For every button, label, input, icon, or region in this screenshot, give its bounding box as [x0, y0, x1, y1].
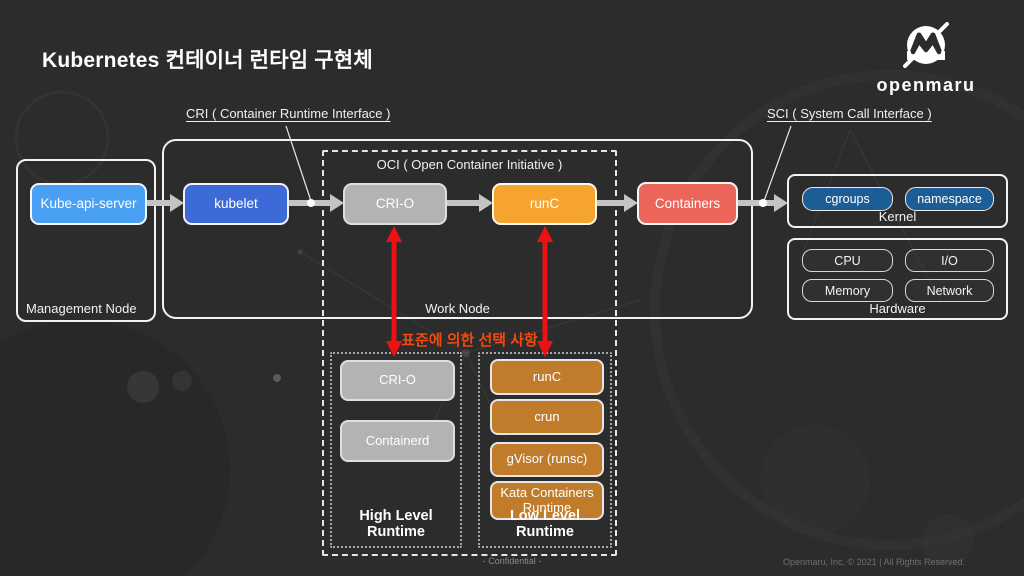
sci-label: SCI ( System Call Interface ): [767, 106, 932, 121]
low-level-runtime-box: runC crun gVisor (runsc) Kata Containers…: [478, 352, 612, 548]
kernel-label: Kernel: [878, 209, 917, 224]
standard-option-note: 표준에 의한 선택 사항: [401, 332, 538, 349]
cri-label: CRI ( Container Runtime Interface ): [186, 106, 391, 121]
low-level-kata-chip: Kata Containers Runtime: [490, 481, 604, 520]
kube-api-server-chip: Kube-api-server: [30, 183, 147, 225]
openmaru-logo-icon: [903, 22, 949, 68]
containers-chip: Containers: [637, 182, 738, 225]
cgroups-chip: cgroups: [802, 187, 893, 211]
management-node-box: [16, 159, 156, 322]
kubelet-chip: kubelet: [183, 183, 289, 225]
cpu-chip: CPU: [802, 249, 893, 272]
copyright-note: Openmaru, Inc. © 2021 | All Rights Reser…: [782, 557, 965, 567]
hardware-box: CPU I/O Memory Network Hardware: [787, 238, 1008, 320]
io-chip: I/O: [905, 249, 994, 272]
kernel-box: cgroups namespace Kernel: [787, 174, 1008, 228]
low-level-runtime-label: Low Level Runtime: [509, 508, 581, 540]
high-level-crio-chip: CRI-O: [340, 360, 455, 401]
network-chip: Network: [905, 279, 994, 302]
openmaru-logo: openmaru: [866, 22, 986, 96]
high-level-runtime-label: High Level Runtime: [359, 508, 433, 540]
high-level-runtime-box: CRI-O Containerd High Level Runtime: [330, 352, 462, 548]
low-level-crun-chip: crun: [490, 399, 604, 435]
memory-chip: Memory: [802, 279, 893, 302]
oci-dashed-box: [322, 150, 617, 556]
work-node-box: [162, 139, 753, 319]
page-title: Kubernetes 컨테이너 런타임 구현체: [42, 49, 373, 72]
runc-chip: runC: [492, 183, 597, 225]
confidential-note: - Confidential -: [482, 556, 542, 566]
low-level-runc-chip: runC: [490, 359, 604, 395]
sci-connector-dot: [759, 199, 767, 207]
logo-text: openmaru: [876, 75, 976, 95]
cri-o-chip: CRI-O: [343, 183, 447, 225]
low-level-gvisor-chip: gVisor (runsc): [490, 442, 604, 477]
hardware-label: Hardware: [869, 301, 926, 316]
management-node-label: Management Node: [26, 301, 137, 316]
oci-label: OCI ( Open Container Initiative ): [376, 157, 563, 172]
namespace-chip: namespace: [905, 187, 994, 211]
work-node-label: Work Node: [425, 301, 490, 316]
high-level-containerd-chip: Containerd: [340, 420, 455, 462]
